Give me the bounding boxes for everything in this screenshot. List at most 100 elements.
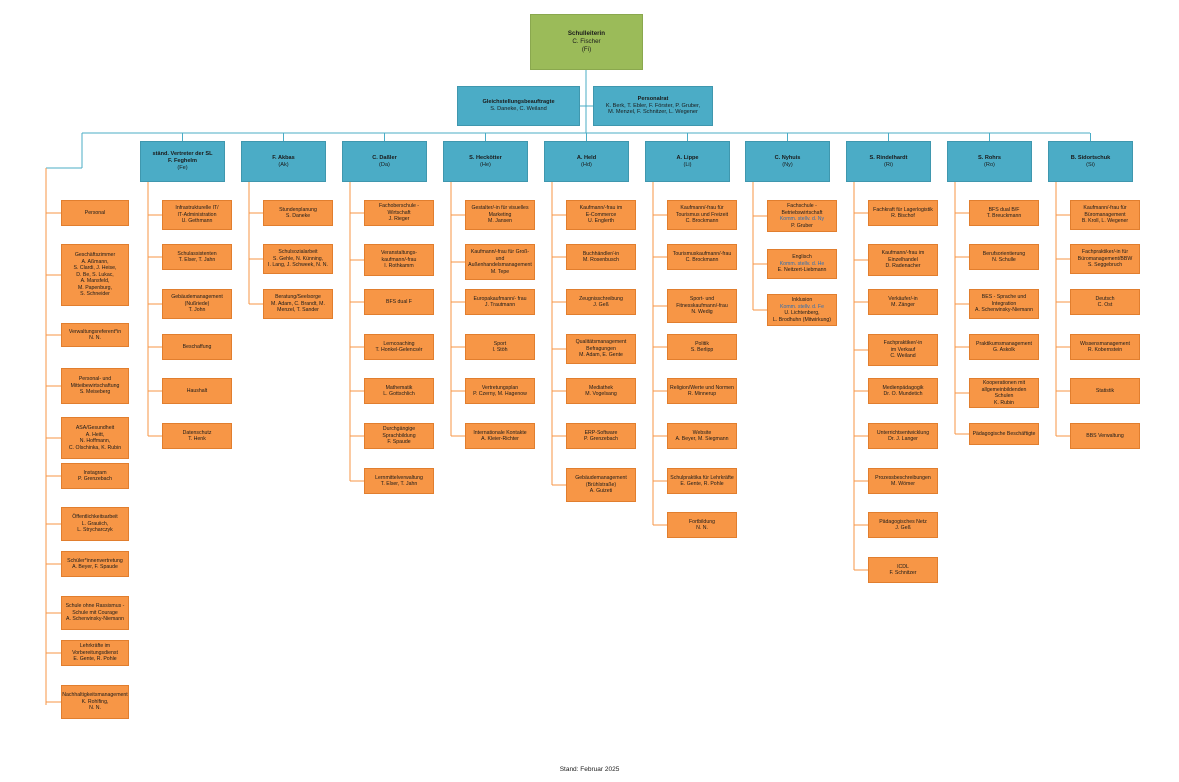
unit-title: Instagram	[83, 469, 107, 476]
unit-detail: J. Trautmann	[484, 302, 516, 308]
unit-detail: M. Jansen	[488, 218, 512, 225]
unit-title: Vertretungsplan	[481, 384, 519, 391]
unit-detail: allgemeinbildenden Schulen	[981, 386, 1027, 400]
unit-detail: Mitteibewirtschaftung	[70, 382, 120, 389]
unit-detail: Marketing	[488, 211, 512, 218]
unit-detail: Außenhandelsmanagement	[468, 262, 532, 268]
unit-detail: I. Stöh	[492, 347, 508, 353]
department-head-a-held: A. Held(Hd)	[544, 141, 629, 182]
unit-detail: P. Gruber	[791, 222, 813, 229]
unit-detail: Dr. J. Langer	[888, 436, 918, 442]
unit-detail: A. Mansfeld,	[80, 278, 110, 285]
unit-detail: N. N.	[696, 525, 708, 531]
department-head-abbr: (Hd)	[581, 161, 592, 168]
unit-detail: I. Rothkamm	[384, 263, 414, 270]
unit-detail: Komm. stellv. d. He	[779, 260, 825, 267]
unit-title: Durchgängige Sprachbildung	[382, 426, 416, 439]
unit-detail: Menzel, T. Sander	[277, 307, 319, 314]
department-head-s-heckotter: S. Heckötter(He)	[443, 141, 528, 182]
unit-detail: T. John	[188, 307, 206, 314]
unit-detail: J. Geß	[593, 302, 609, 308]
unit-title: Verwaltungsreferent*in	[68, 328, 122, 335]
unit-title: Fachschule -	[787, 203, 817, 209]
staff-council-title: Personalrat	[637, 95, 669, 102]
unit-title: Fachpraktiker/-in	[883, 340, 923, 347]
unit-detail: D. Radenacher	[885, 263, 921, 270]
department-head-a-lippe: A. Lippe(Li)	[645, 141, 730, 182]
unit-detail: Komm. stellv. d. Ny	[779, 216, 825, 222]
unit-title: Unterrichtsentwicklung	[876, 429, 930, 436]
unit-detail: A. Scherwinsky-Niemann	[66, 616, 124, 623]
department-head-abbr: (He)	[480, 161, 491, 168]
unit-detail: Dr. O. Mundetich	[883, 391, 923, 397]
unit-detail: N. Wedig	[691, 309, 713, 316]
unit-detail: T. Breuckmann	[986, 213, 1022, 219]
department-head-title: B. Sidortschuk	[1070, 154, 1111, 161]
unit-detail: Integration	[991, 300, 1017, 307]
unit-title: Praktikumsmanagement	[976, 340, 1032, 347]
unit-detail: E. Gente, R. Pohle	[73, 656, 117, 663]
unit-detail: L. Gottschlich	[383, 391, 415, 397]
unit-title: BBS Verwaltung	[1086, 432, 1124, 439]
unit-detail: P. Czerny, M. Hagenow	[473, 391, 527, 397]
unit-detail: A. Guizeti	[589, 488, 613, 495]
unit-detail: L. Brodhuhn (Mitwirkung)	[773, 316, 831, 323]
unit-detail: I. Lang, J. Schweek, N. N.	[268, 262, 328, 269]
unit-detail: M. Wömer	[891, 481, 915, 487]
unit-detail: U. Englerth	[588, 218, 614, 225]
unit-title: Kaufmann/-frau für Groß-	[470, 249, 530, 255]
staff-council-line-2: M. Menzel, F. Schnitzer, L. Wegener	[608, 109, 698, 116]
unit-schule-ohne-rassismus: Schule ohne Rassismus -Schule mit Courag…	[61, 596, 129, 630]
department-head-s-rindelhardt: S. Rindelhardt(Ri)	[846, 141, 931, 182]
unit-bfs-dual-f: BFS dual F	[364, 289, 434, 315]
unit-title: Geschäftszimmer	[74, 252, 116, 259]
unit-detail: S. Berlipp	[690, 347, 714, 353]
unit-detail: N. N.	[89, 335, 101, 341]
department-head-title: F. Akbas	[272, 154, 295, 161]
unit-detail: R. Bischof	[891, 213, 915, 219]
unit-detail: T. Honkel-Gelencsér	[375, 347, 423, 353]
unit-detail: Tourismus und Freizeit	[675, 211, 729, 218]
unit-detail: J. Geß	[895, 525, 911, 531]
unit-detail: M. Vogelsang	[585, 391, 617, 397]
unit-title: Beratung/Seelsorge	[275, 294, 321, 301]
department-head-name: F. Feghelm	[168, 158, 197, 164]
unit-title: Berufsorientierung	[982, 250, 1026, 257]
unit-detail: (Brühlstraße)	[585, 481, 617, 488]
unit-detail: im Verkauf	[890, 346, 916, 353]
department-head-title: S. Rohrs	[977, 154, 1001, 161]
unit-title: Kaufmann/-frau für	[1083, 205, 1127, 212]
head-of-school-name: C. Fischer	[572, 38, 601, 46]
unit-detail: Büromanagement	[1084, 211, 1126, 218]
unit-title: Nachhaltigkeitsmanagement	[62, 692, 128, 699]
unit-title: Fachkraft für Lagerlogistik	[873, 206, 933, 213]
unit-title: Pädagogische Beschäftigte	[972, 430, 1036, 437]
unit-detail: Büromanagement/BBW	[1077, 255, 1133, 262]
unit-title: Tourismuskaufmann/-frau	[672, 250, 732, 257]
unit-statistik: Statistik	[1070, 378, 1140, 404]
unit-title: Stundenplanung	[279, 206, 317, 213]
unit-detail: F. Spaude	[387, 439, 411, 446]
unit-title: Internationale Kontakte	[473, 429, 527, 436]
unit-detail: M. Rosenbusch	[582, 257, 620, 263]
